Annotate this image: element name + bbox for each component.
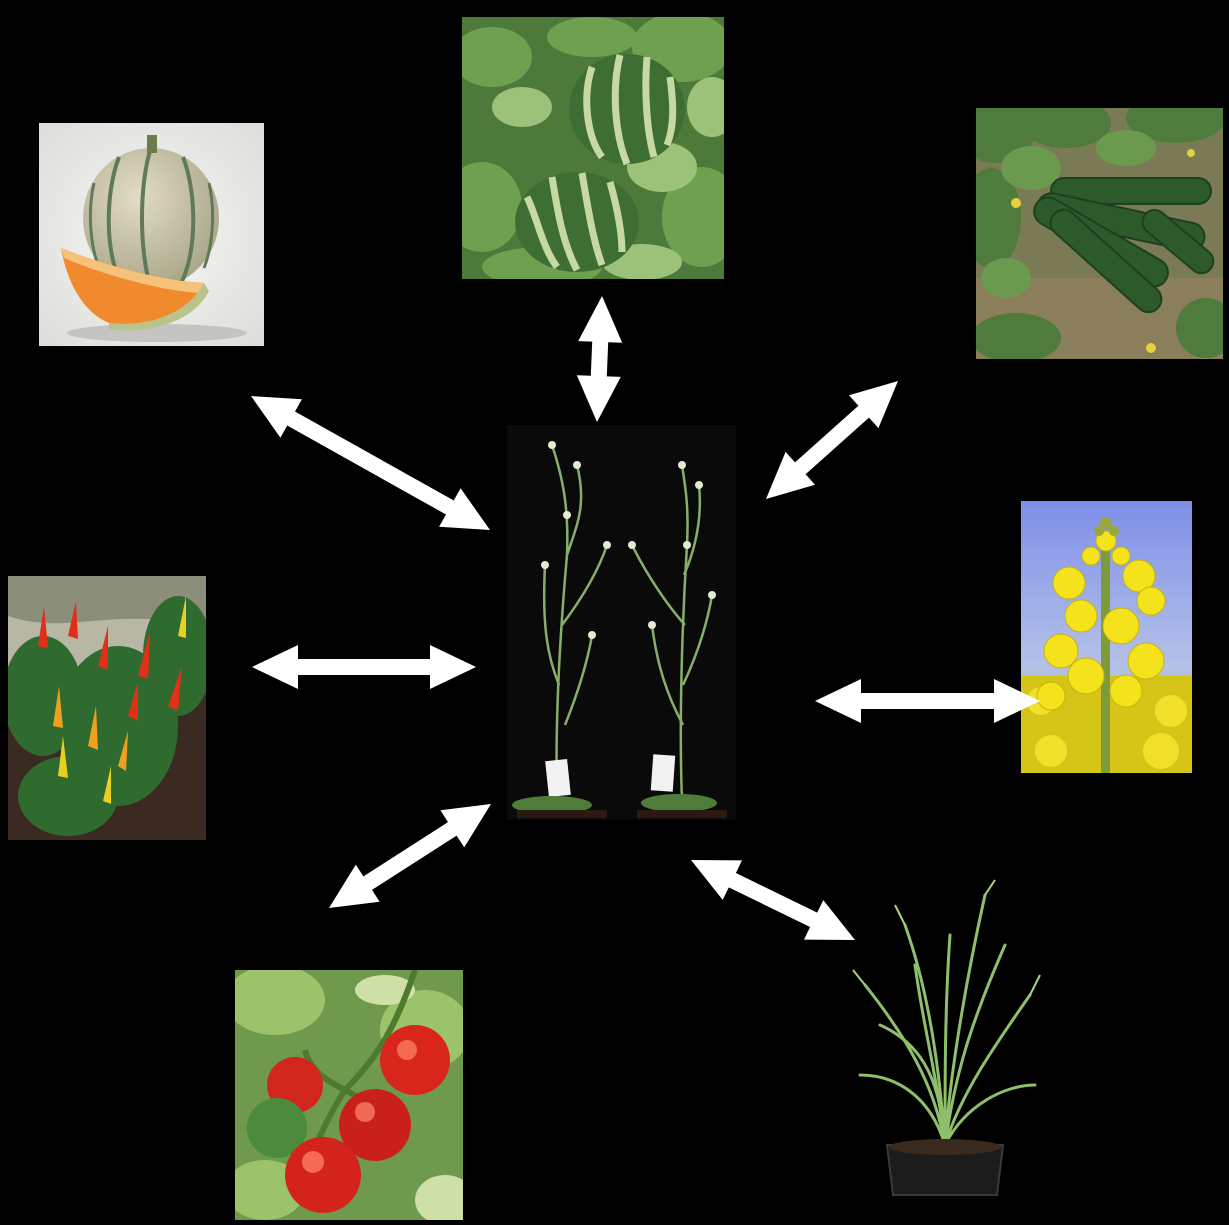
- arrow-tomato: [329, 804, 491, 908]
- arrow-watermelon: [577, 296, 622, 422]
- arrow-cucumber: [766, 381, 898, 499]
- arrow-melon: [251, 396, 490, 530]
- arrow-rapeseed: [815, 679, 1040, 723]
- arrow-grass: [691, 860, 855, 940]
- arrow-pepper: [252, 645, 476, 689]
